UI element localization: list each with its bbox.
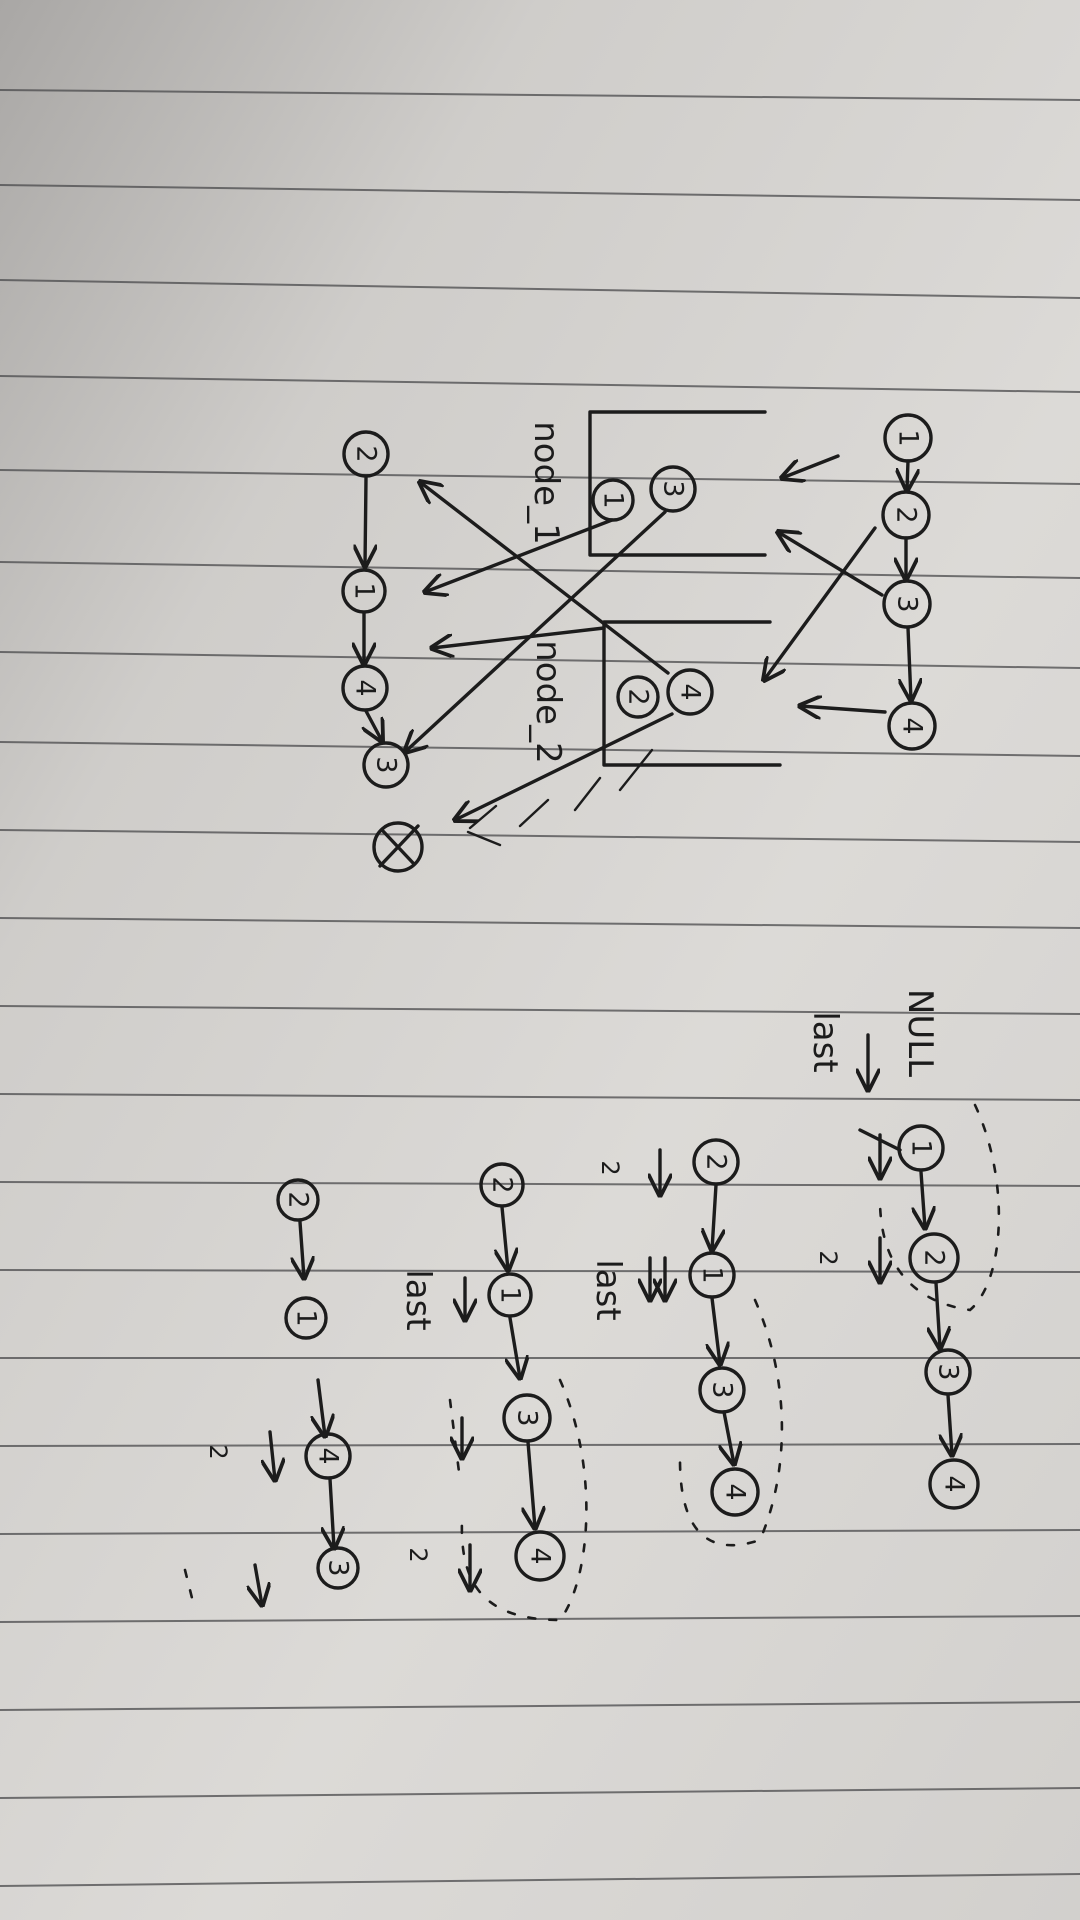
node-value: 2 — [283, 1191, 314, 1208]
last-label: last — [398, 1269, 438, 1330]
two-label: 2 — [404, 1547, 432, 1562]
node-value: 3 — [323, 1559, 354, 1576]
node-value: 1 — [495, 1286, 526, 1303]
node-value: 2 — [487, 1176, 518, 1193]
result-list: 2 1 4 3 — [341, 430, 424, 873]
node-value: 4 — [897, 717, 928, 734]
node-value: 4 — [720, 1483, 751, 1500]
null-cross-icon — [378, 824, 420, 868]
node-value: 3 — [933, 1363, 964, 1380]
node-value: 4 — [675, 683, 706, 700]
node-value: 4 — [350, 679, 381, 696]
node-value: 1 — [893, 429, 924, 446]
node-value: 2 — [351, 445, 382, 462]
node-value: 1 — [349, 582, 380, 599]
null-label: NULL — [900, 989, 940, 1077]
node-value: 2 — [701, 1153, 732, 1170]
two-label: 2 — [596, 1160, 624, 1175]
original-list: 1 2 3 4 — [881, 413, 937, 751]
node-value: 4 — [313, 1447, 344, 1464]
node-value: 3 — [658, 480, 689, 497]
node-value: 2 — [919, 1249, 950, 1266]
node-value: 3 — [892, 595, 923, 612]
node-value: 2 — [891, 506, 922, 523]
node-value: 4 — [525, 1547, 556, 1564]
node-value: 1 — [697, 1266, 728, 1283]
node-value: 4 — [939, 1475, 970, 1492]
node-value: 3 — [371, 756, 402, 773]
last-label: last — [805, 1011, 845, 1072]
two-label: 2 — [814, 1250, 842, 1265]
node-2-label: node_2 — [528, 640, 568, 763]
ruled-lines — [0, 89, 1080, 1887]
node-value: 2 — [623, 688, 654, 705]
swap-diagram: 1 2 3 4 3 1 node_1 4 2 node_2 — [341, 410, 937, 873]
node-1-label: node_1 — [526, 421, 566, 544]
two-label: 2 — [204, 1444, 232, 1459]
last-label: last — [588, 1259, 628, 1320]
node-value: 1 — [906, 1139, 937, 1156]
node-value: 3 — [512, 1409, 543, 1426]
node-value: 1 — [291, 1309, 322, 1326]
iteration-diagram: NULL last 1 2 3 4 2 2 1 3 4 2 last — [183, 989, 1001, 1622]
node-value: 1 — [598, 491, 629, 508]
node-value: 3 — [707, 1381, 738, 1398]
